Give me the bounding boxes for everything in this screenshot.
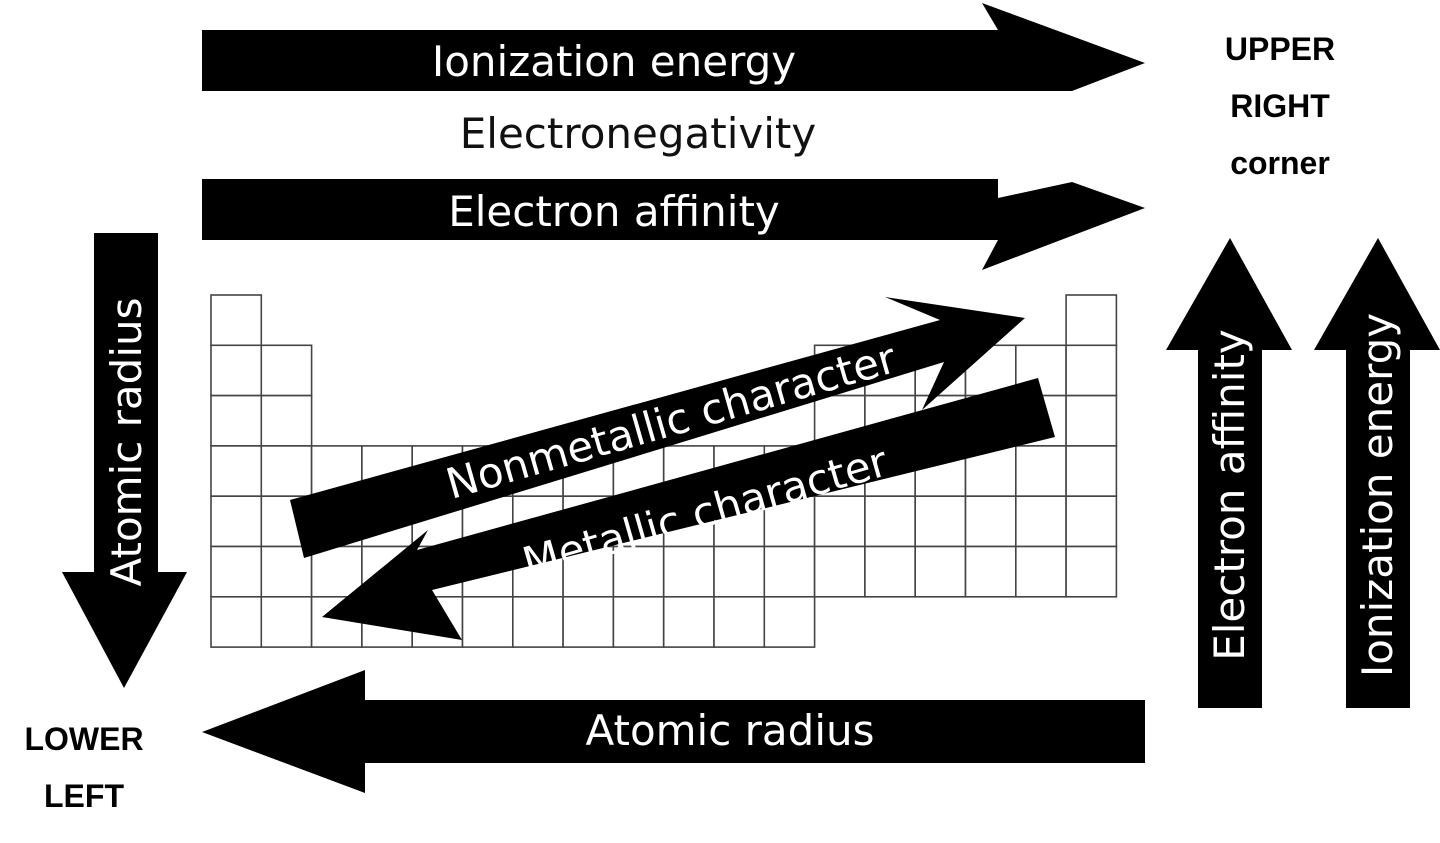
electron-affinity-label-top: Electron affinity (448, 187, 780, 236)
atomic-radius-left-arrow-shape (202, 670, 1145, 793)
upper-right-line-3: corner (1230, 145, 1330, 181)
periodic-table-cell (210, 595, 263, 648)
periodic-table-cell (713, 595, 766, 648)
electron-affinity-arrow-top: Electron affinity (202, 179, 1145, 270)
periodic-table-cell (713, 545, 766, 598)
periodic-table-cell (864, 495, 917, 548)
periodic-table-cell (1065, 545, 1118, 598)
periodic-table-cell (914, 495, 967, 548)
atomic-radius-label-left: Atomic radius (102, 297, 151, 586)
upper-right-corner-label: UPPER RIGHT corner (1225, 31, 1335, 181)
periodic-table-cell (210, 394, 263, 447)
electronegativity-label: Electronegativity (460, 109, 817, 158)
periodic-table-cell (260, 545, 313, 598)
atomic-radius-down-arrow-shape (62, 233, 187, 688)
periodic-table-cell (763, 595, 816, 648)
lower-left-line-1: LOWER (24, 721, 143, 757)
ionization-energy-label-right: Ionization energy (1353, 313, 1402, 677)
lower-left-corner-label: LOWER LEFT (24, 721, 143, 814)
ionization-energy-arrow-shape (202, 3, 1145, 91)
periodic-table-cell (763, 545, 816, 598)
periodic-table-cell (1065, 495, 1118, 548)
lower-left-line-2: LEFT (44, 778, 124, 814)
periodic-table-cell (210, 495, 263, 548)
periodic-table-cell (260, 445, 313, 497)
periodic-table-cell (662, 545, 715, 598)
periodic-table-cell (310, 545, 363, 598)
ionization-energy-arrow-top: Ionization energy (202, 3, 1145, 91)
periodic-table-cell (1065, 445, 1118, 497)
nonmetallic-arrow-shape (290, 297, 1025, 558)
periodic-table-cell (964, 495, 1017, 548)
atomic-radius-label-bottom: Atomic radius (585, 706, 874, 755)
upper-right-line-2: RIGHT (1230, 88, 1330, 124)
electron-affinity-arrow-shape (202, 179, 1145, 270)
periodic-table-cell (511, 595, 564, 648)
periodic-table-cell (914, 545, 967, 598)
periodic-table-cell (612, 595, 665, 648)
periodic-table-cell (1014, 545, 1067, 598)
upper-right-line-1: UPPER (1225, 31, 1335, 67)
periodic-table-cell (1014, 495, 1067, 548)
atomic-radius-arrow-left: Atomic radius (62, 233, 187, 688)
ionization-energy-label-top: Ionization energy (432, 37, 796, 86)
periodic-table-cell (662, 595, 715, 648)
electron-affinity-label-right: Electron affinity (1205, 329, 1254, 661)
periodic-table-cell (260, 344, 313, 397)
periodic-table-cell (260, 394, 313, 447)
electron-affinity-up-arrow-shape (1166, 238, 1292, 708)
periodic-table-cell (210, 294, 263, 347)
metallic-arrow-shape (322, 378, 1055, 640)
periodic-table-cell (260, 595, 313, 648)
periodic-table-cell (461, 595, 514, 648)
periodic-table-cell (1065, 394, 1118, 447)
periodic-table-cell (1065, 294, 1118, 347)
periodic-table-cell (1014, 445, 1067, 497)
periodic-table-cell (562, 595, 615, 648)
periodic-table-cell (864, 545, 917, 598)
electron-affinity-arrow-right: Electron affinity (1166, 238, 1292, 708)
ionization-energy-up-arrow-shape (1314, 238, 1440, 708)
ionization-energy-arrow-right: Ionization energy (1314, 238, 1440, 708)
periodic-table-cell (964, 545, 1017, 598)
periodic-table-cell (210, 445, 263, 497)
periodic-table-cell (210, 545, 263, 598)
periodic-table-cell (1065, 344, 1118, 397)
periodic-table-cell (813, 545, 866, 598)
periodic-table-cell (210, 344, 263, 397)
atomic-radius-arrow-bottom: Atomic radius (202, 670, 1145, 793)
